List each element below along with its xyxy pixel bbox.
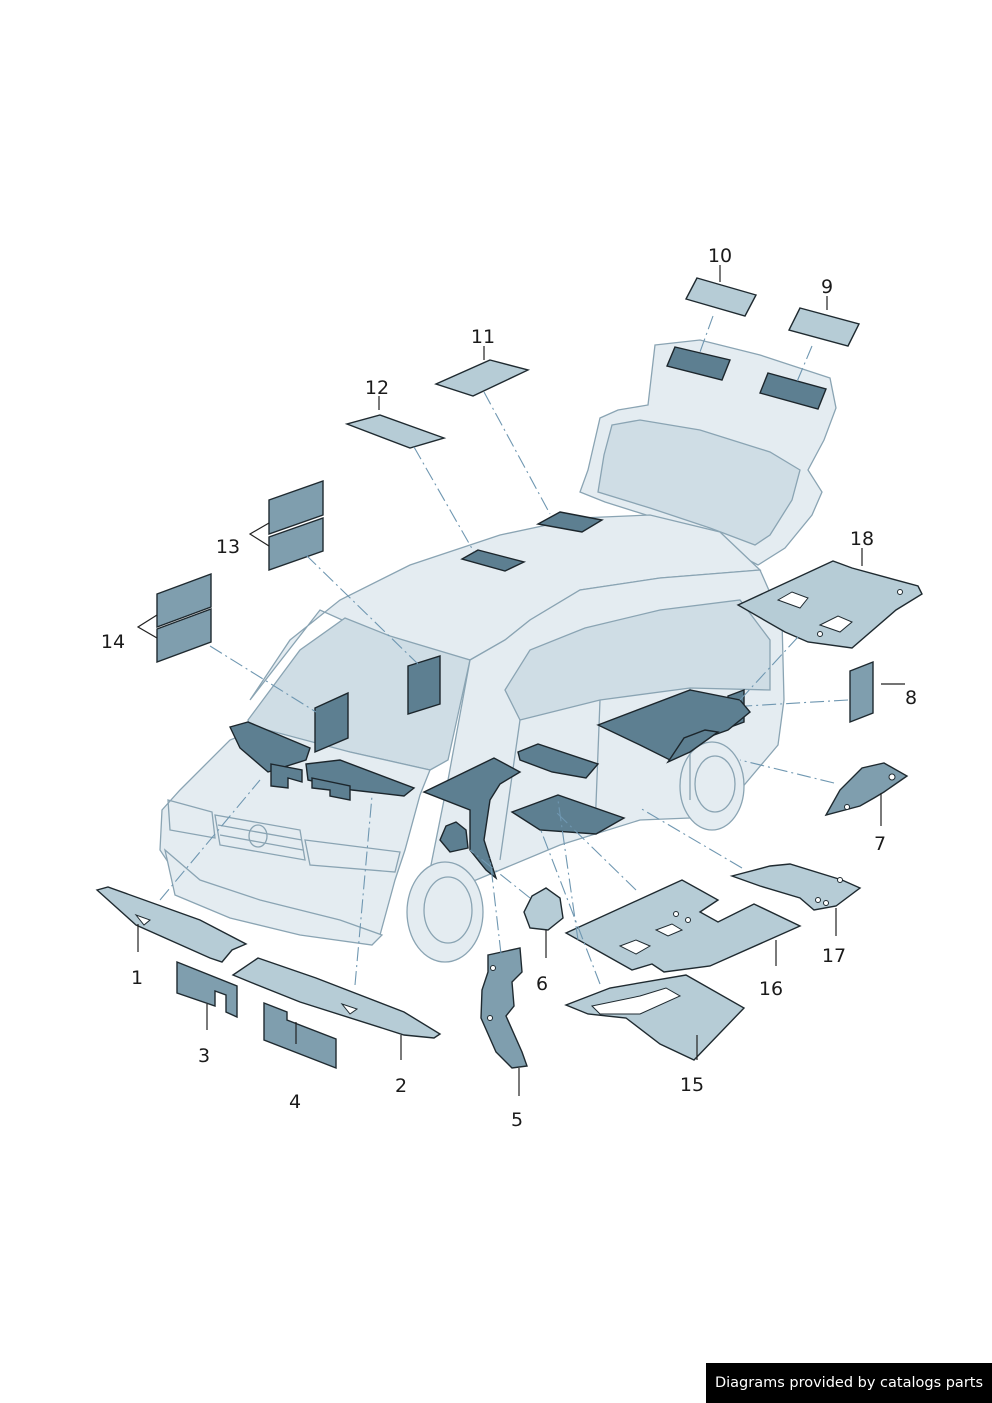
part-17-mat bbox=[729, 863, 862, 911]
part-5-mat bbox=[480, 947, 528, 1069]
diagram-credit-banner: Diagrams provided by catalogs parts bbox=[706, 1363, 992, 1403]
headlight-right bbox=[167, 799, 216, 839]
callout-leaders bbox=[136, 265, 905, 1096]
part-6-installed bbox=[439, 821, 469, 853]
headlight-left bbox=[304, 839, 401, 873]
callout-18: 18 bbox=[850, 528, 874, 550]
callout-5: 5 bbox=[511, 1109, 523, 1131]
front-wheel bbox=[406, 861, 484, 963]
rear-floor-installed bbox=[596, 689, 751, 761]
callout-17: 17 bbox=[822, 945, 846, 967]
part-9-mat bbox=[787, 307, 861, 347]
part-8-mat bbox=[849, 660, 874, 724]
insulation-parts bbox=[95, 277, 923, 1070]
part-13-installed bbox=[407, 655, 441, 715]
part-18-mat bbox=[736, 560, 923, 649]
part-15-mat bbox=[564, 974, 746, 1061]
part-11-installed bbox=[535, 511, 604, 533]
part-11-mat bbox=[434, 359, 531, 397]
part-16-mat bbox=[564, 879, 802, 973]
part-12-mat bbox=[344, 414, 447, 449]
part-10-mat bbox=[684, 277, 758, 317]
callout-3: 3 bbox=[198, 1045, 210, 1067]
part-3-installed bbox=[270, 763, 303, 789]
grille bbox=[214, 814, 306, 861]
side-windows bbox=[504, 599, 771, 721]
part-1-mat bbox=[95, 886, 248, 963]
part-7-mat bbox=[824, 762, 909, 817]
part-13-mat-lower bbox=[268, 517, 324, 571]
part-9-installed bbox=[759, 372, 827, 410]
callout-13: 13 bbox=[216, 536, 240, 558]
center-floor-installed bbox=[517, 743, 600, 779]
part-4-installed bbox=[311, 777, 351, 801]
cowl-installed-2 bbox=[305, 759, 416, 797]
callout-4: 4 bbox=[289, 1091, 301, 1113]
callout-15: 15 bbox=[680, 1074, 704, 1096]
callout-8: 8 bbox=[905, 687, 917, 709]
part-4-mat bbox=[263, 1001, 337, 1070]
callout-9: 9 bbox=[821, 276, 833, 298]
rear-wheel bbox=[679, 741, 745, 831]
callout-12: 12 bbox=[365, 377, 389, 399]
part-14-mat-lower bbox=[156, 607, 212, 664]
part-12-installed bbox=[460, 549, 527, 572]
cowl-installed bbox=[229, 721, 311, 773]
callout-1: 1 bbox=[131, 967, 143, 989]
callout-7: 7 bbox=[874, 833, 886, 855]
callout-numbers: 10 9 11 12 13 14 18 8 7 17 16 15 6 5 2 4… bbox=[101, 245, 917, 1131]
part-14-installed bbox=[314, 691, 349, 754]
part-6-mat bbox=[523, 887, 564, 931]
part-14-mat-upper bbox=[156, 572, 212, 629]
bulkhead-installed bbox=[422, 757, 522, 880]
tailgate-window bbox=[597, 419, 801, 546]
part-2-mat bbox=[231, 957, 442, 1039]
front-floor-installed bbox=[510, 794, 626, 835]
callout-16: 16 bbox=[759, 978, 783, 1000]
callout-6: 6 bbox=[536, 973, 548, 995]
callout-11: 11 bbox=[471, 326, 495, 348]
vw-emblem bbox=[248, 824, 268, 848]
part-10-installed bbox=[666, 346, 731, 381]
part-13-mat-upper bbox=[268, 480, 324, 535]
part-3-mat bbox=[176, 960, 238, 1019]
part-7-installed bbox=[666, 729, 720, 764]
callout-14: 14 bbox=[101, 631, 125, 653]
front-bumper bbox=[163, 848, 384, 946]
dashed-leader-lines bbox=[159, 315, 849, 986]
callout-10: 10 bbox=[708, 245, 732, 267]
vehicle-body bbox=[159, 339, 837, 963]
callout-2: 2 bbox=[395, 1075, 407, 1097]
